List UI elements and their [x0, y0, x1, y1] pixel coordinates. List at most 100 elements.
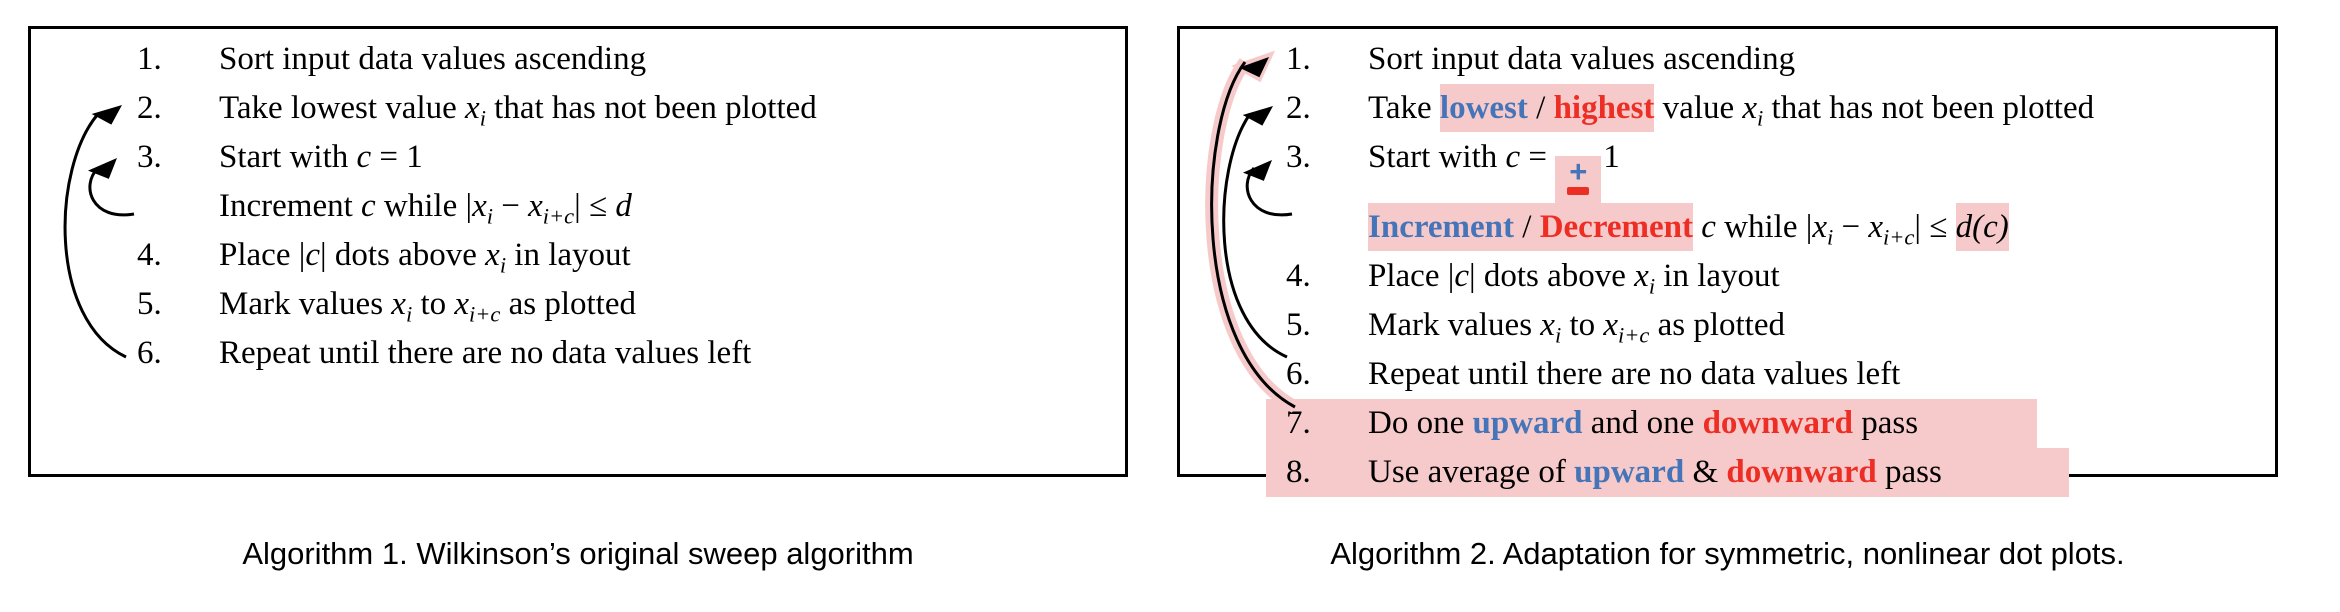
step-number: 8.: [1286, 454, 1311, 490]
step-number: 4.: [1286, 258, 1311, 294]
step-number: 2.: [1286, 90, 1311, 126]
step-text-segment: | dots above: [1468, 258, 1635, 294]
subscript: i+c: [1883, 224, 1915, 250]
step-row: 6. Repeat until there are no data values …: [31, 329, 1125, 378]
step-row: 2. Take lowest / highest value xi that ha…: [1180, 84, 2275, 133]
step-text-segment: in layout: [1655, 258, 1780, 294]
step-text-segment: downward: [1726, 454, 1877, 490]
step-text-segment: Repeat until there are no data values le…: [219, 335, 752, 371]
algorithm1-box: 1. Sort input data values ascending 2. Take…: [28, 26, 1128, 477]
step-text: Sort input data values ascending: [219, 41, 646, 77]
step-text-segment: c: [361, 188, 376, 224]
step-number: 2.: [137, 90, 162, 126]
step-text-segment: Sort input data values ascending: [1368, 41, 1796, 77]
step-text-segment: Take: [1368, 90, 1440, 126]
subscript: i: [1648, 273, 1656, 299]
step-number: 5.: [137, 286, 162, 322]
step-text: Place |c| dots above xi in layout: [1368, 258, 1780, 297]
step-text-segment: xi: [1742, 90, 1764, 131]
step-text: Mark values xi to xi+c as plotted: [1368, 307, 1786, 348]
step-text: Mark values xi to xi+c as plotted: [219, 286, 637, 327]
step-text-segment: lowest: [1439, 84, 1528, 132]
subscript: i+c: [469, 301, 501, 327]
step-text-segment: | dots above: [319, 237, 486, 273]
step-text: Place |c| dots above xi in layout: [219, 237, 631, 278]
step-row: 3. Start with c = 1: [31, 133, 1125, 182]
step-text-segment: Place |: [1368, 258, 1455, 294]
step-text-segment: Mark values: [1368, 307, 1541, 343]
step-text-segment: /: [1527, 84, 1554, 132]
step-text: Take lowest / highest value xi that has …: [1368, 84, 2094, 132]
step-number: 6.: [137, 335, 162, 371]
step-text-segment: xi: [1812, 209, 1834, 250]
step-number: 1.: [1286, 41, 1311, 77]
step-text-segment: Decrement: [1539, 203, 1694, 251]
step-text-segment: 1: [1603, 139, 1620, 175]
step-text-segment: d: [615, 188, 632, 224]
step-text-segment: Repeat until there are no data values le…: [1368, 356, 1901, 392]
algorithm1-steps: 1. Sort input data values ascending 2. Take…: [31, 35, 1125, 378]
step-text-segment: Use average of: [1368, 454, 1575, 490]
step-text-segment: Start with: [1368, 139, 1506, 175]
step-text-segment: c: [1505, 139, 1521, 175]
step-row: 4.Place |c| dots above xi in layout: [31, 231, 1125, 280]
algorithm2-steps: 1. Sort input data values ascending 2. Take…: [1180, 35, 2275, 497]
step-text-segment: Mark values: [219, 286, 392, 322]
step-row: 1. Sort input data values ascending: [1180, 35, 2275, 84]
step-text-segment: as plotted: [1649, 307, 1786, 343]
step-number: 5.: [1286, 307, 1311, 343]
step-row: 2. Take lowest value xi that has not been…: [31, 84, 1125, 133]
step-text-segment: in layout: [506, 237, 631, 273]
algorithm2-caption: Algorithm 2. Adaptation for symmetric, n…: [1330, 536, 2125, 571]
plus-sign: +: [1569, 154, 1588, 189]
step-text-segment: Place |: [219, 237, 306, 273]
step-text-segment: Increment: [219, 188, 362, 224]
subscript: i: [1757, 105, 1764, 131]
step-number: 1.: [137, 41, 162, 77]
step-text: Start with c = +1: [1368, 139, 1620, 203]
step-row: Increment c while |xi − xi+c| ≤ d: [31, 182, 1125, 231]
step-text-segment: while |: [375, 188, 473, 224]
step-text: Use average of upward & downward pass: [1368, 454, 1942, 490]
step-text-segment: downward: [1702, 405, 1853, 441]
subscript: i: [1827, 224, 1834, 250]
step-text-segment: Sort input data values ascending: [219, 41, 647, 77]
step-text-segment: =: [1520, 139, 1556, 175]
step-row: Increment / Decrement c while |xi − xi+c…: [1180, 203, 2275, 252]
step-text-segment: xi+c: [454, 286, 501, 327]
step-row: 5. Mark values xi to xi+c as plotted: [31, 280, 1125, 329]
step-number: 3.: [1286, 139, 1311, 175]
step-text: Repeat until there are no data values le…: [219, 335, 751, 371]
step-text-segment: value: [1654, 90, 1743, 126]
step-text: Start with c = 1: [219, 139, 423, 175]
step-text-segment: pass: [1876, 454, 1942, 490]
step-text-segment: c: [1454, 258, 1469, 294]
step-text-segment: that has not been plotted: [485, 90, 817, 126]
step-text-segment: Take lowest value: [219, 90, 466, 126]
step-text-segment: xi: [1540, 307, 1562, 348]
step-row: 6. Repeat until there are no data values …: [1180, 350, 2275, 399]
step-number: 3.: [137, 139, 162, 175]
step-text-segment: upward: [1574, 454, 1685, 490]
step-text: Do one upward and one downward pass: [1368, 405, 1918, 441]
step-row: 4. Place |c| dots above xi in layout: [1180, 252, 2275, 301]
step-text-segment: as plotted: [500, 286, 637, 322]
step-text-segment: | ≤: [1914, 209, 1956, 245]
minus-sign: [1567, 187, 1590, 195]
step-text-segment: to: [412, 286, 455, 322]
step-text-segment: highest: [1553, 84, 1655, 132]
step-number: 6.: [1286, 356, 1311, 392]
step-text-segment: Do one: [1368, 405, 1473, 441]
step-text-segment: xi: [485, 237, 507, 278]
step-text-segment: that has not been plotted: [1763, 90, 2095, 126]
subscript: i: [405, 301, 413, 327]
step-text-segment: = 1: [371, 139, 423, 175]
plus-minus-icon: +: [1555, 154, 1602, 203]
subscript: i: [1554, 322, 1562, 348]
step-text: Take lowest value xi that has not been p…: [219, 90, 817, 129]
subscript: i: [499, 252, 507, 278]
step-text-segment: xi+c: [1868, 209, 1915, 250]
step-text-segment: /: [1514, 203, 1540, 251]
step-text-segment: and one: [1582, 405, 1703, 441]
